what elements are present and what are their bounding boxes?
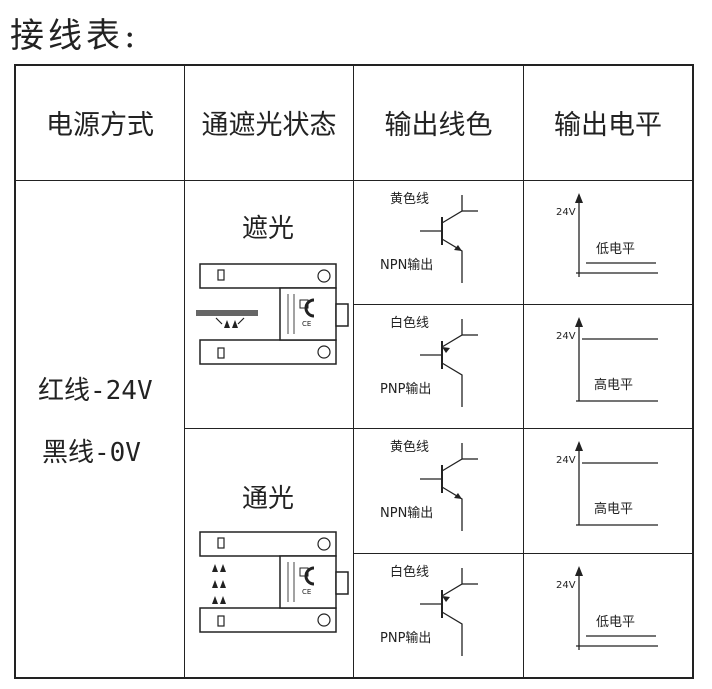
- level-label: 高电平: [594, 501, 633, 517]
- transistor-diagram: 黄色线 NPN输出: [380, 191, 478, 283]
- page-title: 接线表:: [10, 16, 140, 56]
- wire-color-label: 白色线: [390, 564, 429, 580]
- axis-arrow: [575, 193, 583, 203]
- output-type-label: NPN输出: [380, 505, 433, 521]
- emitter-arrow: [442, 596, 450, 602]
- level-label: 低电平: [596, 242, 635, 257]
- voltage-label: 24V: [556, 580, 576, 591]
- header-power: 电源方式: [46, 109, 154, 141]
- voltage-label: 24V: [556, 331, 576, 342]
- sensor-blocked-drawing: CE: [196, 263, 349, 365]
- header-wire: 输出线色: [384, 109, 493, 141]
- output-level-diagram: 24V 高电平: [556, 317, 658, 402]
- emitter-arrow: [454, 493, 462, 499]
- wire-color-label: 黄色线: [390, 439, 429, 455]
- transistor-diagram: 白色线 PNP输出: [380, 315, 478, 407]
- table-border-left: [14, 64, 16, 679]
- emitter-arrow: [454, 245, 462, 251]
- output-level-diagram: 24V 低电平: [556, 193, 658, 277]
- row-divider: [353, 553, 694, 554]
- wire-color-label: 白色线: [390, 315, 429, 331]
- voltage-label: 24V: [556, 207, 576, 218]
- svg-text:CE: CE: [302, 320, 311, 328]
- row-divider: [353, 304, 694, 305]
- output-type-label: NPN输出: [380, 257, 433, 273]
- output-level-diagram: 24V 低电平: [556, 566, 658, 650]
- table-border-top: [14, 64, 694, 66]
- sensor-pass-drawing: CE: [199, 531, 349, 633]
- row-divider: [184, 428, 694, 429]
- svg-text:CE: CE: [302, 588, 311, 596]
- state-block-label: 遮光: [242, 214, 295, 244]
- table-border-bottom: [14, 677, 694, 679]
- output-level-diagram: 24V 高电平: [556, 441, 658, 526]
- column-divider: [523, 64, 524, 679]
- wire-color-label: 黄色线: [390, 191, 429, 207]
- emitter-arrow: [442, 347, 450, 353]
- power-black: 黑线-0V: [42, 438, 141, 468]
- table-border-right: [692, 64, 694, 679]
- level-label: 高电平: [594, 377, 633, 393]
- transistor-diagram: 黄色线 NPN输出: [380, 439, 478, 531]
- column-divider: [353, 64, 354, 679]
- voltage-label: 24V: [556, 455, 576, 466]
- output-type-label: PNP输出: [380, 630, 431, 646]
- header-level: 输出电平: [554, 109, 662, 141]
- output-type-label: PNP输出: [380, 381, 431, 397]
- column-divider: [184, 64, 185, 679]
- level-label: 低电平: [596, 615, 635, 630]
- state-pass-label: 通光: [242, 484, 295, 514]
- header-state: 通遮光状态: [201, 109, 337, 141]
- header-divider: [14, 180, 694, 181]
- axis-arrow: [575, 317, 583, 327]
- axis-arrow: [575, 441, 583, 451]
- transistor-diagram: 白色线 PNP输出: [380, 564, 478, 656]
- power-red: 红线-24V: [38, 376, 153, 406]
- axis-arrow: [575, 566, 583, 576]
